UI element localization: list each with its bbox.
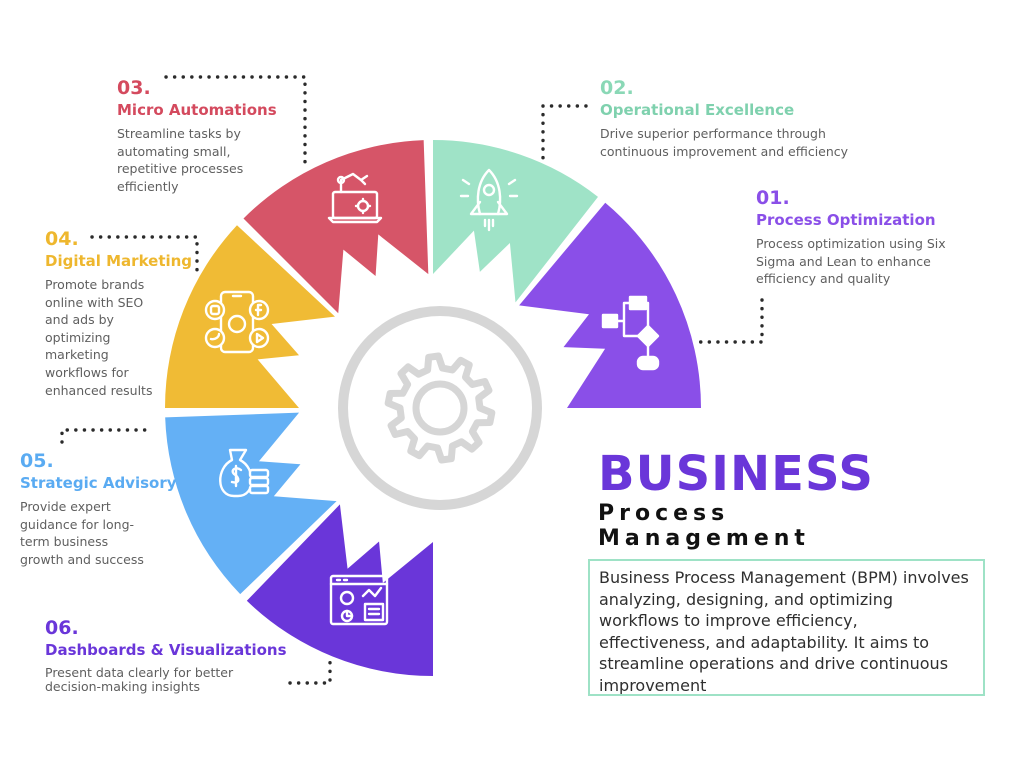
segment-dashboards-visualizations	[246, 504, 433, 676]
heading-line-2: Management	[598, 526, 810, 551]
step-description: Streamline tasks by automating small, re…	[117, 126, 244, 194]
step-description: Promote brands online with SEO and ads b…	[45, 277, 153, 398]
gear-ring	[338, 306, 542, 510]
step-number: 02.	[600, 77, 634, 99]
money-bag-icon	[219, 448, 270, 498]
segment-digital-marketing	[165, 225, 335, 408]
step-title: Process Optimization	[756, 211, 936, 229]
social-media-phone-icon	[204, 290, 270, 354]
step-title: Strategic Advisory	[20, 474, 177, 492]
gear-cog	[384, 352, 496, 464]
heading-line-1: Process	[598, 501, 730, 526]
segment-strategic-advisory	[165, 412, 337, 595]
connector-process-optimization	[698, 298, 764, 344]
gear-hub	[412, 380, 468, 436]
step-process-optimization: 01. Process Optimization Process optimiz…	[756, 187, 966, 288]
connector-operational-excellence	[541, 104, 588, 160]
step-description: Present data clearly for better decision…	[45, 665, 234, 694]
bpm-summary-box: Business Process Management (BPM) involv…	[588, 559, 985, 696]
step-title: Dashboards & Visualizations	[45, 641, 287, 659]
step-number: 03.	[117, 77, 151, 99]
step-digital-marketing: 04. Digital Marketing Promote brands onl…	[45, 228, 205, 399]
segment-micro-automations	[243, 140, 429, 314]
segment-operational-excellence	[433, 140, 598, 303]
step-number: 06.	[45, 617, 79, 639]
robot-arm-laptop-icon	[327, 172, 383, 224]
step-strategic-advisory: 05. Strategic Advisory Provide expert gu…	[20, 450, 190, 568]
rocket-icon	[459, 168, 519, 232]
bpm-heading: BUSINESS Process Management	[598, 447, 874, 551]
step-number: 04.	[45, 228, 79, 250]
step-title: Digital Marketing	[45, 252, 193, 270]
flowchart-icon	[601, 295, 660, 371]
step-operational-excellence: 02. Operational Excellence Drive superio…	[600, 77, 860, 160]
step-title: Operational Excellence	[600, 101, 795, 119]
dashboard-icon	[329, 574, 389, 626]
step-number: 01.	[756, 187, 790, 209]
connector-micro-automations	[164, 75, 307, 170]
step-dashboards-visualizations: 06. Dashboards & Visualizations Present …	[45, 617, 305, 694]
step-micro-automations: 03. Micro Automations Streamline tasks b…	[117, 77, 287, 195]
step-description: Process optimization using Six Sigma and…	[756, 236, 946, 287]
step-title: Micro Automations	[117, 101, 277, 119]
connector-strategic-advisory	[60, 428, 154, 444]
gear-icon	[338, 306, 542, 510]
heading-main: BUSINESS	[598, 446, 874, 502]
connector-digital-marketing	[90, 235, 199, 278]
step-number: 05.	[20, 450, 54, 472]
step-description: Drive superior performance through conti…	[600, 126, 849, 159]
step-description: Provide expert guidance for long-term bu…	[20, 499, 144, 567]
